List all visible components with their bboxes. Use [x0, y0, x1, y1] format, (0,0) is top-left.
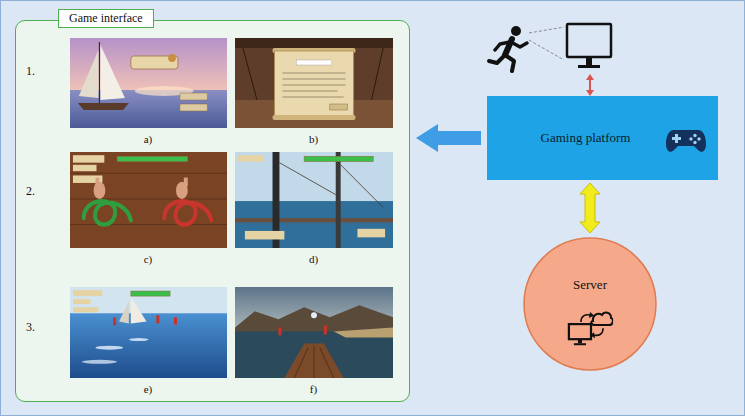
- screenshot-image: [235, 287, 393, 378]
- view-lines: [529, 27, 564, 33]
- screenshot-caption: f): [235, 383, 393, 396]
- screenshot-image: [70, 152, 227, 248]
- circle-outline: [524, 238, 656, 370]
- screenshot-caption: e): [70, 383, 227, 396]
- screenshot-image: [70, 287, 227, 378]
- runner-icon: [511, 26, 521, 36]
- screenshot-caption: d): [235, 253, 393, 266]
- runner-icon: [495, 42, 510, 50]
- platform-box: Gaming platform: [487, 96, 718, 180]
- display-link-arrow: [586, 74, 594, 80]
- screenshot-image: [70, 38, 227, 128]
- circle-label: Server: [573, 277, 607, 331]
- panel-title: Game interface: [58, 9, 154, 28]
- screenshot-frame: e): [70, 287, 227, 378]
- screenshot-image: [235, 152, 393, 248]
- screenshot-caption: a): [70, 133, 227, 146]
- monitor-icon: [586, 57, 592, 65]
- runner-icon: [505, 55, 514, 71]
- display-link-arrow: [586, 74, 594, 96]
- monitor-icon: [567, 24, 611, 57]
- view-lines: [529, 40, 564, 60]
- screenshot-frame: b): [235, 38, 393, 128]
- screenshot-frame: d): [235, 152, 393, 248]
- server-icon: [569, 312, 613, 345]
- screenshot-image: [70, 152, 227, 248]
- screenshot-frame: a): [70, 38, 227, 128]
- circle-outline: [522, 236, 658, 372]
- screenshot-image: [70, 287, 227, 378]
- flow-arrow: [580, 183, 600, 233]
- screenshot-caption: c): [70, 253, 227, 266]
- screenshot-frame: c): [70, 152, 227, 248]
- monitor-icon: [578, 65, 600, 68]
- screenshot-image: [235, 287, 393, 378]
- flow-arrow: [416, 124, 481, 152]
- interface-panel: Game interfacea)b)c)d)e)f): [15, 20, 410, 402]
- screenshot-caption: b): [235, 133, 393, 146]
- screenshot-frame: f): [235, 287, 393, 378]
- monitor-icon: [567, 24, 611, 68]
- gamepad-icon: [666, 126, 706, 154]
- runner-icon: [489, 55, 505, 63]
- screenshot-image: [235, 38, 393, 128]
- gamepad-icon: [666, 130, 706, 152]
- server-icon: [569, 312, 613, 345]
- screenshot-image: [235, 38, 393, 128]
- view-lines: [529, 27, 564, 60]
- server-circle: Server: [522, 236, 658, 372]
- screenshot-image: [235, 152, 393, 248]
- screenshot-image: [70, 38, 227, 128]
- runner-icon: [489, 26, 527, 71]
- box-label: Gaming platform: [541, 130, 631, 146]
- runner-icon: [511, 42, 527, 47]
